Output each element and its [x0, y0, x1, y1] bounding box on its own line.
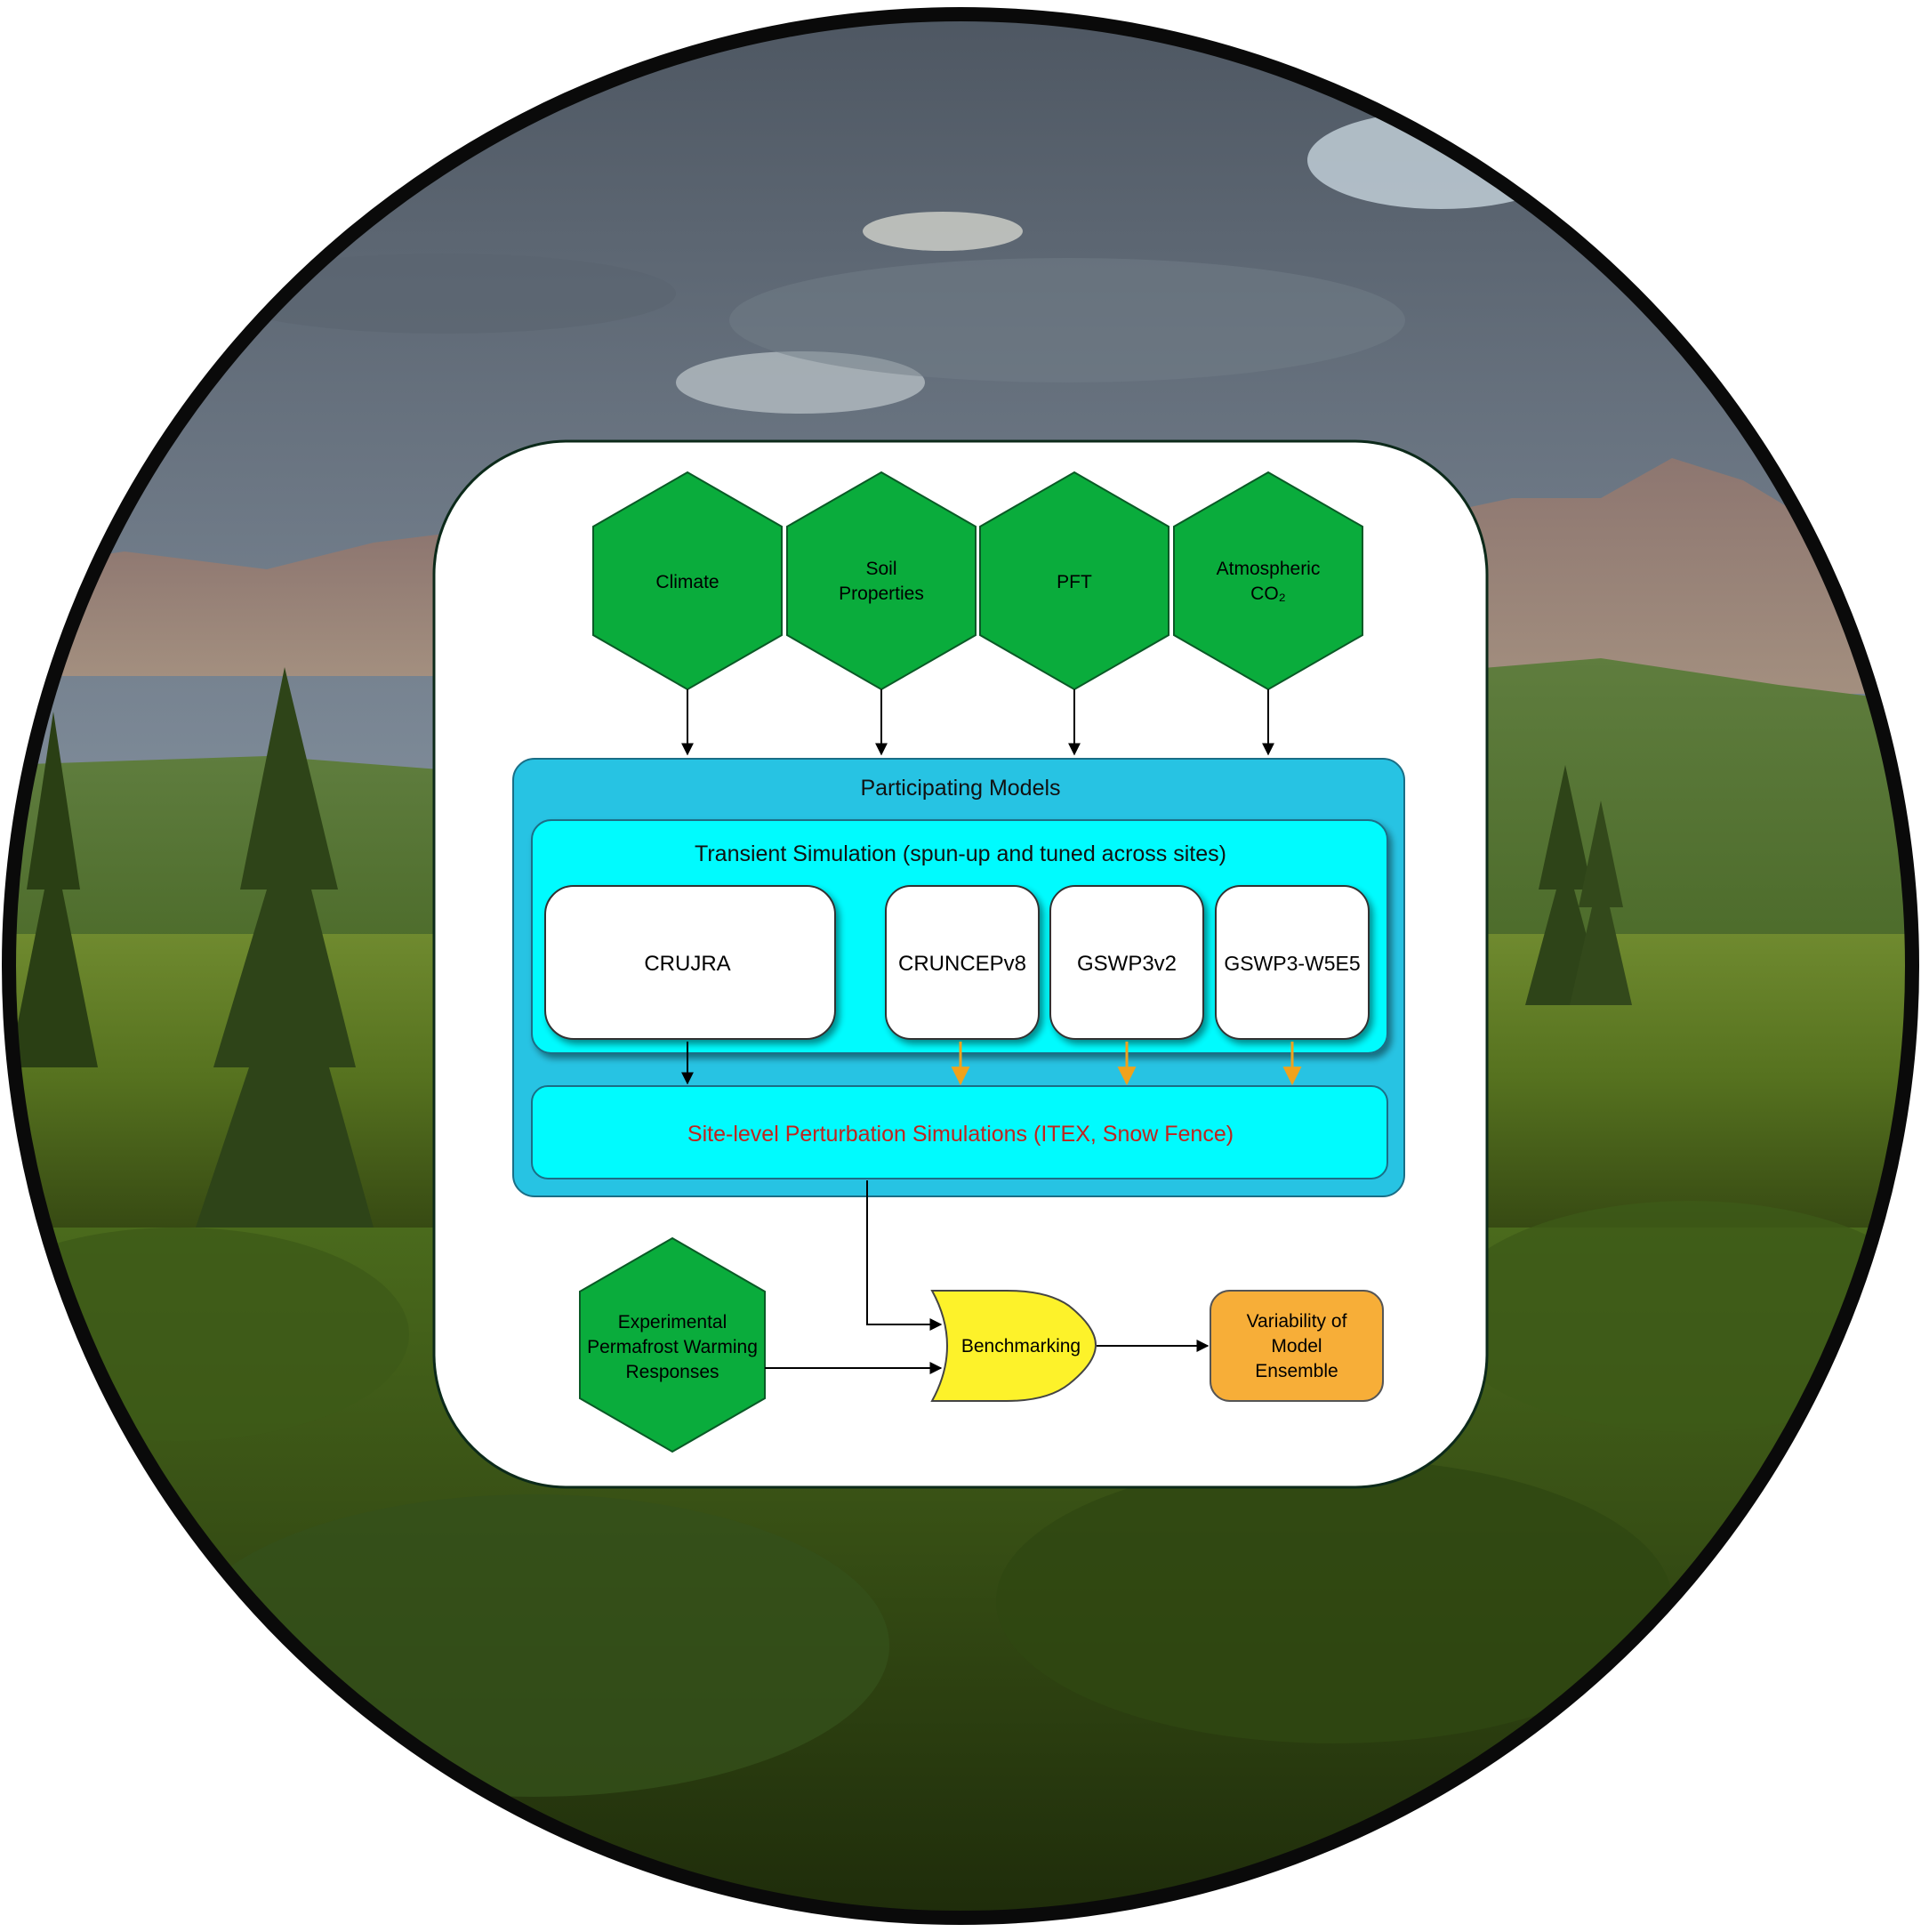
- forcing-cruncepv8[interactable]: CRUNCEPv8: [885, 885, 1040, 1040]
- hexagon-atmospheric-co2[interactable]: Atmospheric CO₂: [1173, 471, 1363, 691]
- variability-label-line3: Ensemble: [1255, 1361, 1338, 1381]
- forcing-crujra[interactable]: CRUJRA: [544, 885, 836, 1040]
- hexagon-climate-label: Climate: [655, 572, 719, 592]
- forcing-gswp3v2-label: GSWP3v2: [1077, 952, 1177, 976]
- circle-border: [2, 7, 1919, 1925]
- forcing-datasets: CRUJRA CRUNCEPv8 GSWP3v2 GSWP3-W5E5: [544, 885, 1370, 1040]
- forcing-crujra-label: CRUJRA: [644, 952, 730, 976]
- forcing-gswp3-w5e5[interactable]: GSWP3-W5E5: [1215, 885, 1370, 1040]
- input-arrows: [681, 689, 1274, 756]
- variability-label-line2: Model: [1271, 1336, 1322, 1356]
- hexagon-co2-label-line2: CO₂: [1250, 584, 1286, 604]
- hexagon-climate[interactable]: Climate: [592, 471, 783, 691]
- input-hexagons: Climate Soil Properties PFT Atmospheric …: [592, 471, 1363, 691]
- experimental-label-line2: Permafrost Warming: [587, 1337, 758, 1357]
- experimental-label-line1: Experimental: [618, 1312, 727, 1332]
- hexagon-pft-label: PFT: [1057, 572, 1092, 592]
- perturbation-simulation-box[interactable]: Site-level Perturbation Simulations (ITE…: [531, 1085, 1388, 1179]
- benchmark-arrows: [765, 1180, 943, 1374]
- benchmarking-label: Benchmarking: [961, 1336, 1081, 1356]
- arrow-perturbation-to-benchmarking: [866, 1180, 943, 1331]
- perturbation-simulation-label: Site-level Perturbation Simulations (ITE…: [687, 1122, 1234, 1147]
- benchmarking-shape[interactable]: Benchmarking: [930, 1290, 1097, 1402]
- forcing-arrows: [681, 1042, 1302, 1086]
- hexagon-soil-label-line1: Soil: [865, 559, 896, 579]
- variability-box[interactable]: Variability of Model Ensemble: [1210, 1290, 1384, 1402]
- hexagon-pft[interactable]: PFT: [979, 471, 1169, 691]
- experimental-label-line3: Responses: [625, 1362, 719, 1382]
- forcing-gswp3-w5e5-label: GSWP3-W5E5: [1224, 952, 1360, 975]
- forcing-cruncepv8-label: CRUNCEPv8: [898, 952, 1026, 976]
- hexagon-experimental-responses[interactable]: Experimental Permafrost Warming Response…: [579, 1236, 766, 1453]
- hexagon-soil-label-line2: Properties: [839, 584, 924, 604]
- hexagon-co2-label-line1: Atmospheric: [1217, 559, 1321, 579]
- transient-simulation-title: Transient Simulation (spun-up and tuned …: [695, 841, 1226, 866]
- participating-models-title: Participating Models: [860, 776, 1060, 801]
- variability-label-line1: Variability of: [1247, 1311, 1347, 1332]
- forcing-gswp3v2[interactable]: GSWP3v2: [1049, 885, 1204, 1040]
